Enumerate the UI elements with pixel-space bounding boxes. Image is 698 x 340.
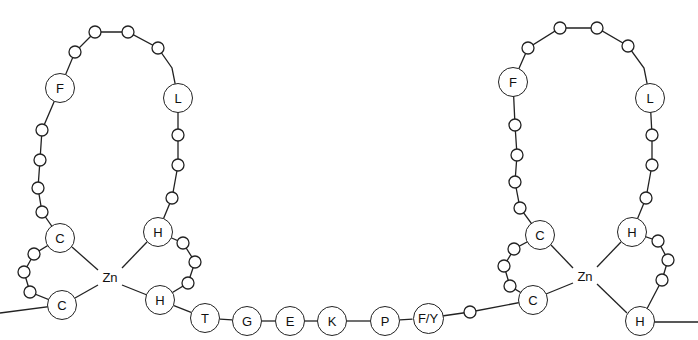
residue-circle: L [635, 83, 665, 113]
residue-circle: K [317, 306, 347, 336]
residue-circle: F [45, 73, 75, 103]
backbone-link [220, 318, 232, 320]
zinc-label: Zn [577, 270, 592, 283]
backbone-link [174, 306, 191, 313]
residue-letter: T [201, 312, 209, 325]
residue-letter: K [328, 315, 337, 328]
residue-letter: C [535, 229, 544, 242]
residue-circle: H [625, 306, 655, 336]
residue-circle: H [617, 217, 647, 247]
residue-letter: H [155, 294, 164, 307]
residue-letter: F [56, 82, 64, 95]
residue-letter: F [509, 76, 517, 89]
backbone-link [262, 320, 275, 321]
residue-letter: G [242, 315, 252, 328]
backbone-link [305, 320, 317, 321]
residue-circle: T [190, 303, 220, 333]
residue-circle: F/Y [413, 303, 444, 334]
backbone-link [347, 320, 370, 321]
residue-letter: C [57, 299, 66, 312]
residue-circle: F [498, 67, 528, 97]
residue-letter: E [286, 315, 295, 328]
residue-circle: L [163, 83, 193, 113]
residue-letter: P [381, 315, 390, 328]
residue-letter: L [174, 92, 181, 105]
residue-letter: H [153, 226, 162, 239]
residue-letter: H [635, 315, 644, 328]
residue-circle: H [143, 217, 173, 247]
residue-letter: C [528, 294, 537, 307]
residue-circle: C [47, 290, 77, 320]
residue-letter: F/Y [418, 312, 438, 325]
residue-circle: H [145, 285, 175, 315]
residue-circle: E [275, 306, 305, 336]
residue-letter: L [646, 92, 653, 105]
residue-letter: H [627, 226, 636, 239]
residue-circle: C [45, 223, 75, 253]
residue-circle: C [518, 285, 548, 315]
residue-circle: P [370, 306, 400, 336]
zinc-label: Zn [102, 271, 117, 284]
residue-letter: C [55, 232, 64, 245]
backbone-link [400, 318, 413, 320]
residue-circle: C [525, 220, 555, 250]
residue-circle: G [232, 306, 262, 336]
